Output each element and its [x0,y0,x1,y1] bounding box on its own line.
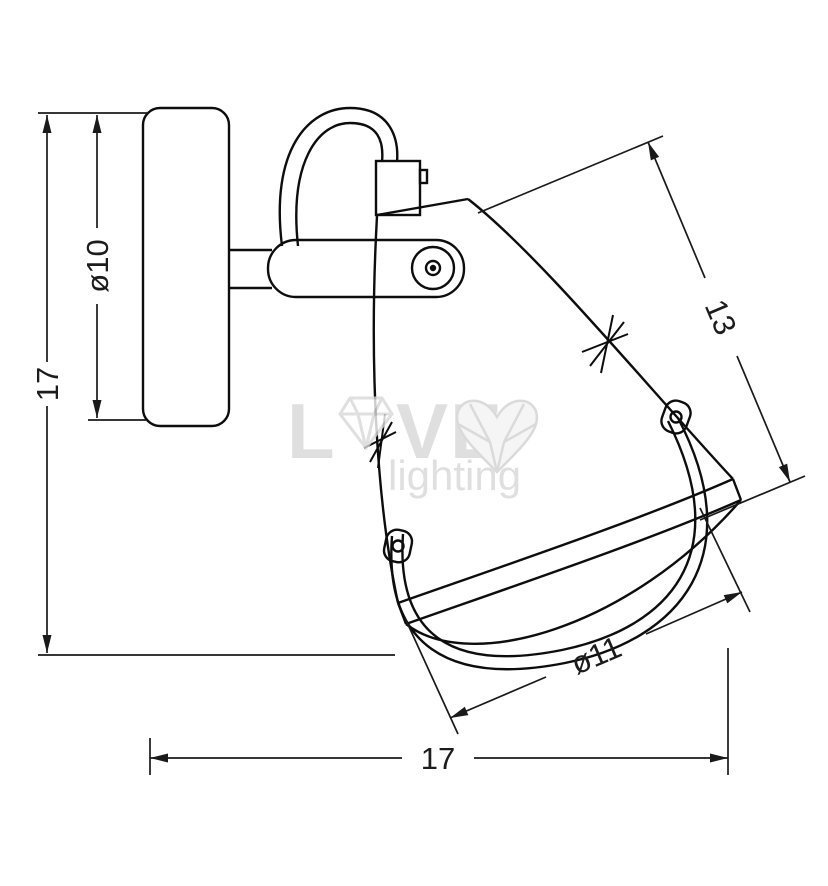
ext-shade-left [404,617,459,735]
label-head-length: 13 [698,294,744,339]
dim-shade-diameter-b [645,591,743,635]
watermark: L VE lighting [287,387,539,499]
handle-inner [401,420,697,658]
dim-head-length-b [736,355,791,483]
shade-right-edge [467,198,734,480]
pivot-joint-inner [424,259,442,277]
handle-tab-right [660,399,692,435]
pivot-joint-dot [429,264,437,272]
lens-dome [405,499,742,645]
rim-bottom-edge [405,498,742,626]
ext-head-top [477,135,664,214]
dimension-labels: 17 ø10 13 ø11 17 [30,239,744,776]
handle-tab-left-hole [391,539,405,553]
power-cable-inner [295,121,384,247]
cable-connector [374,159,422,217]
ext-shade-right [699,507,751,613]
heart-gem-icon [455,399,539,474]
wall-plate [141,106,231,428]
shade-top-edge [376,197,469,217]
handle-tab-left [382,528,414,564]
mounting-arm [266,238,466,299]
dim-head-length-a [647,141,706,279]
label-overall-height: 17 [30,367,65,401]
label-overall-width: 17 [421,741,455,776]
ext-head-bottom [699,475,806,521]
pivot-joint-outer [410,245,456,291]
rim-cap-right [731,478,743,501]
dimension-lines [38,112,806,775]
dim-shade-diameter-a [449,676,547,719]
spring-clip-right [581,314,629,374]
label-shade-diameter: ø11 [566,629,627,681]
diamond-icon [338,396,394,451]
power-cable-outer [278,106,399,247]
watermark-tagline: lighting [388,452,521,499]
connector-tab [418,168,429,185]
watermark-brand-prefix: L [287,387,337,475]
label-backplate-diameter: ø10 [80,239,115,292]
handle-tab-right-hole [669,410,683,424]
